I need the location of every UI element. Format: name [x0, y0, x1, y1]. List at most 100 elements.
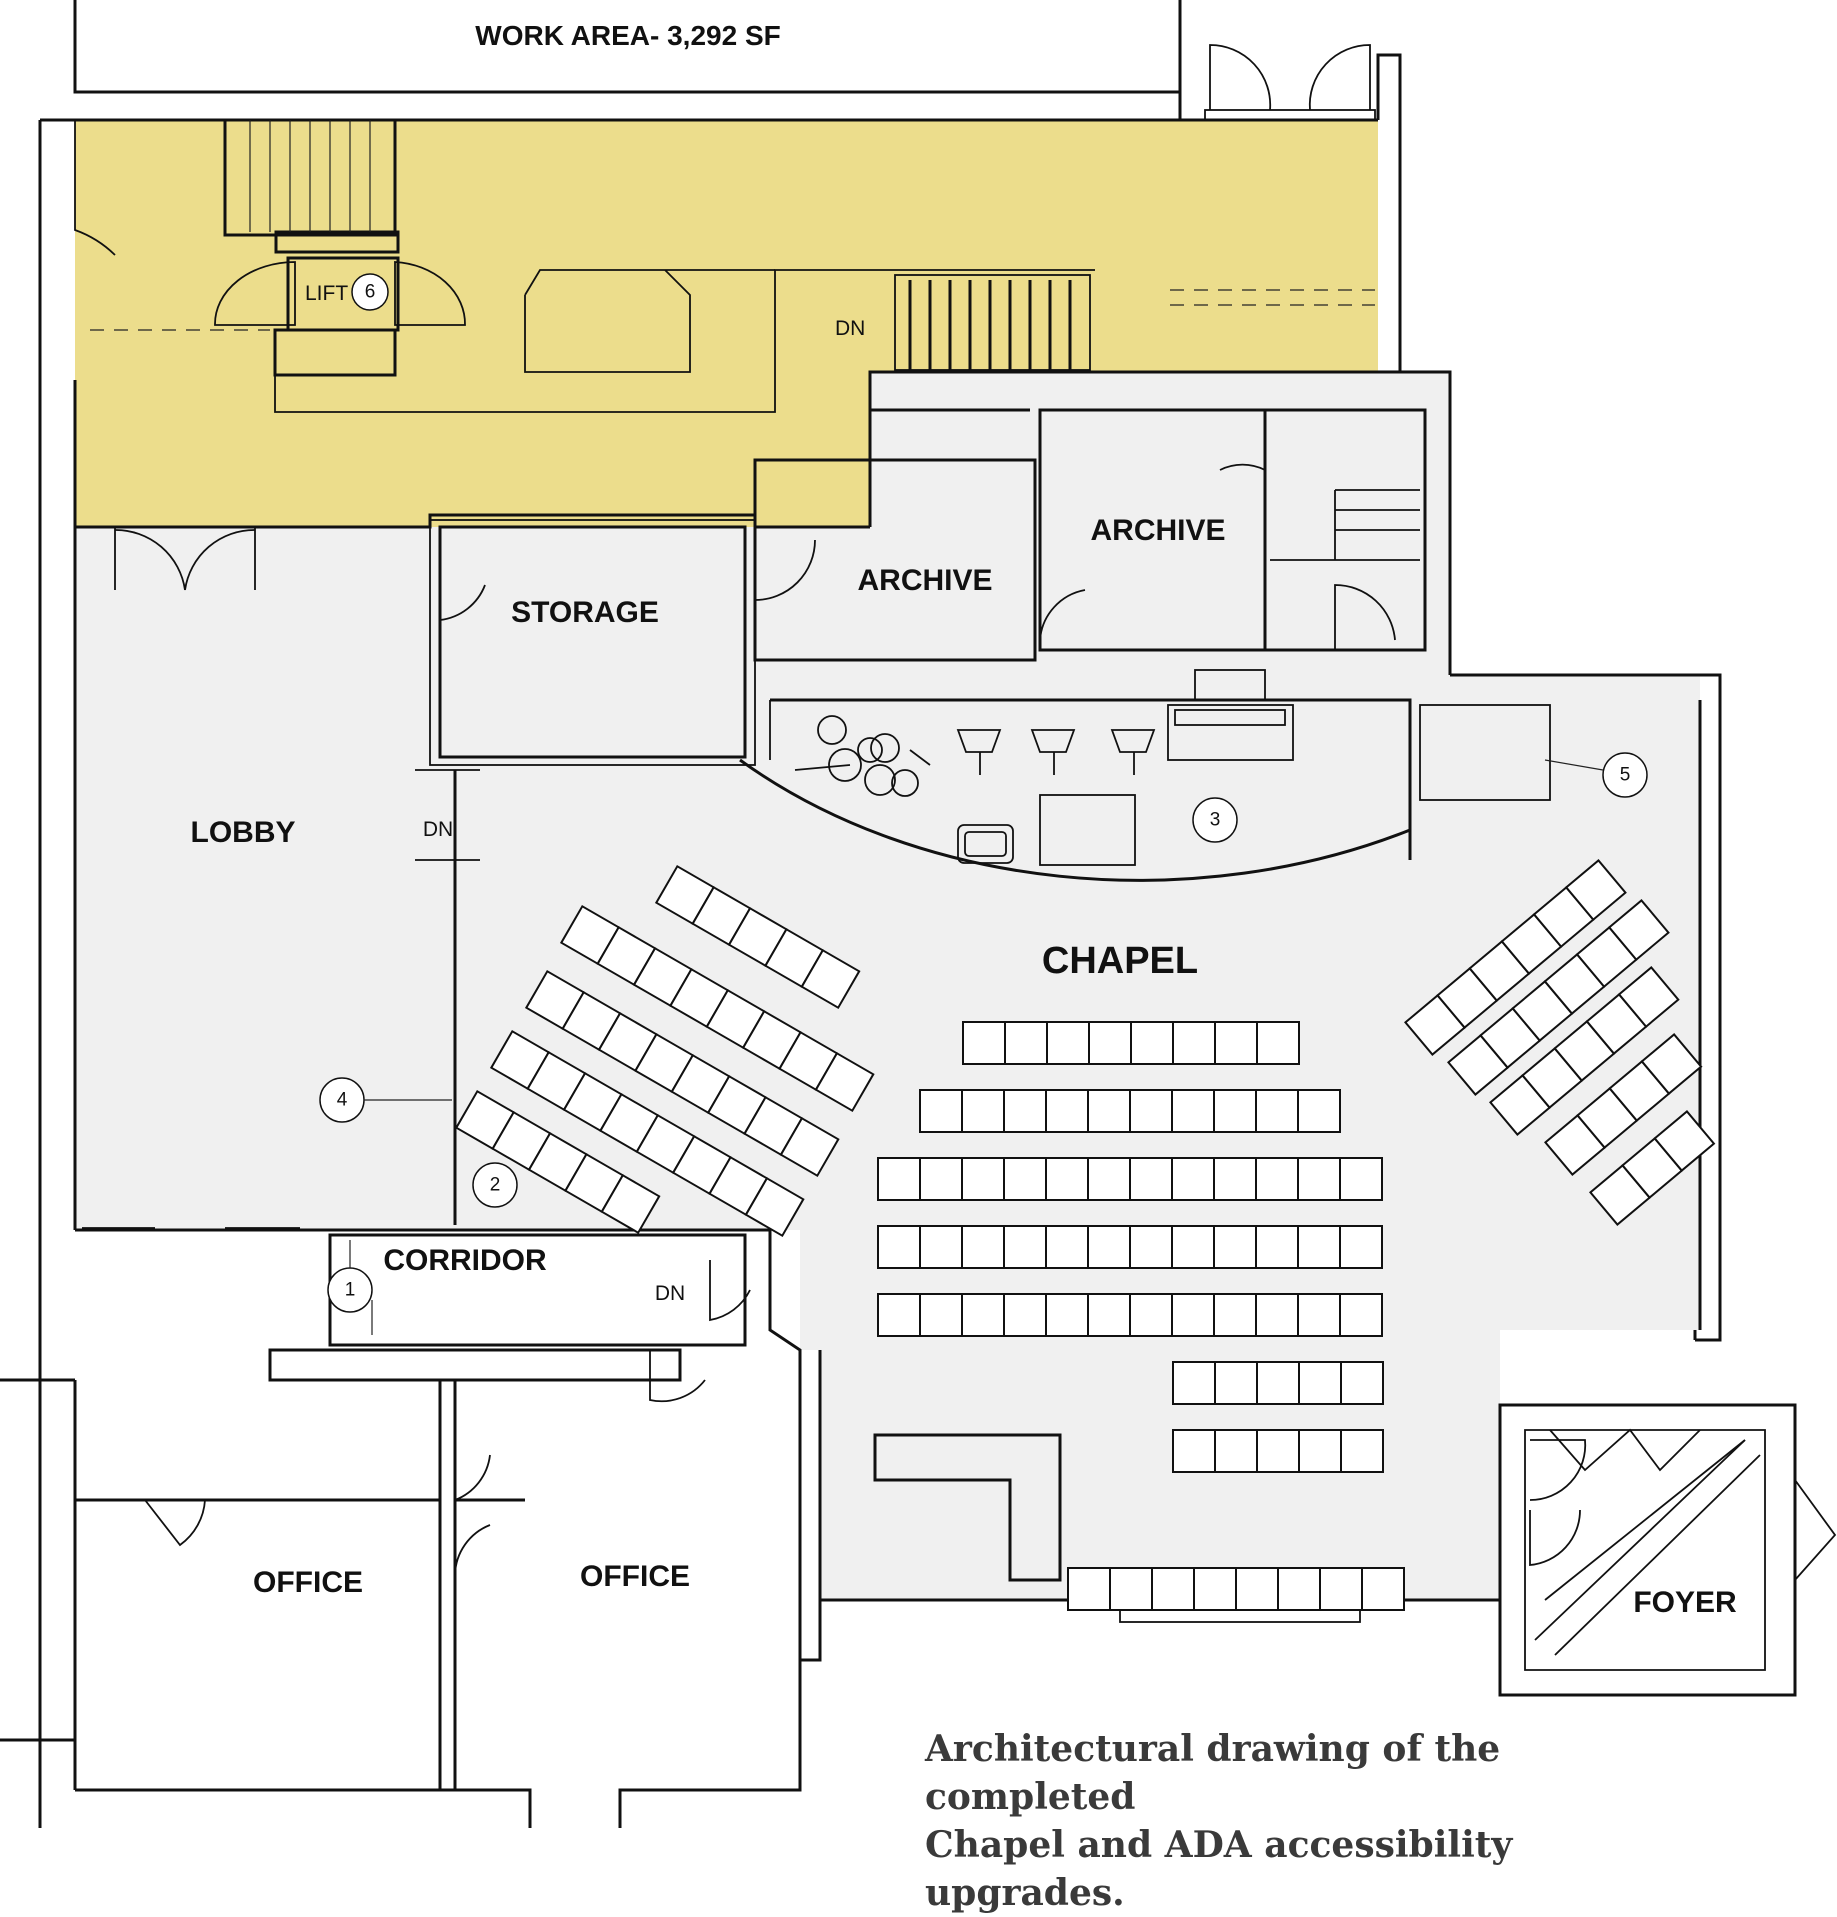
chair: [1003, 1293, 1047, 1337]
chair: [779, 1116, 840, 1178]
chair: [877, 1157, 921, 1201]
floor-fills: [75, 120, 1700, 1600]
chapel-label: CHAPEL: [1042, 940, 1198, 982]
chair: [1129, 1089, 1173, 1133]
chair: [1214, 1429, 1258, 1473]
svg-text:4: 4: [337, 1090, 348, 1111]
tag-3: 3: [1192, 797, 1238, 843]
chair: [1003, 1089, 1047, 1133]
chair: [1339, 1157, 1383, 1201]
interior-floor: [75, 370, 1700, 1600]
chair: [814, 1051, 875, 1113]
chair: [1361, 1567, 1405, 1611]
caption-line-1: Architectural drawing of the completed: [925, 1728, 1501, 1818]
dn-corridor-label: DN: [655, 1282, 685, 1305]
chair: [1087, 1089, 1131, 1133]
chair: [1172, 1021, 1216, 1065]
foyer-label: FOYER: [1633, 1586, 1737, 1619]
chair: [1045, 1225, 1089, 1269]
tags: 1 2 3 4 5 6: [319, 273, 1648, 1335]
chair: [1003, 1157, 1047, 1201]
corridor-label: CORRIDOR: [383, 1244, 547, 1277]
chair: [1640, 1033, 1703, 1096]
chair: [1340, 1361, 1384, 1405]
chair: [1255, 1157, 1299, 1201]
chair: [1297, 1157, 1341, 1201]
door-swing-icon: [74, 120, 1837, 1581]
chair: [1129, 1225, 1173, 1269]
svg-text:2: 2: [490, 1175, 501, 1196]
work-area-fill: [75, 120, 1378, 527]
chair: [1256, 1021, 1300, 1065]
chair: [1067, 1567, 1111, 1611]
chair: [1171, 1225, 1215, 1269]
work-area-label: WORK AREA- 3,292 SF: [475, 20, 780, 51]
chair: [1087, 1157, 1131, 1201]
chair: [1172, 1429, 1216, 1473]
chair: [1045, 1293, 1089, 1337]
chair: [1213, 1157, 1257, 1201]
chair: [800, 948, 861, 1010]
chair: [1255, 1089, 1299, 1133]
seating: [454, 859, 1716, 1611]
chair: [962, 1021, 1006, 1065]
svg-text:3: 3: [1210, 810, 1221, 831]
caption: Architectural drawing of the completed C…: [925, 1725, 1625, 1917]
office-label-left: OFFICE: [253, 1566, 363, 1599]
lift-label: LIFT: [305, 282, 348, 305]
chair: [961, 1089, 1005, 1133]
chair: [961, 1157, 1005, 1201]
chair: [1171, 1089, 1215, 1133]
chair: [1340, 1429, 1384, 1473]
svg-text:6: 6: [365, 282, 376, 303]
chair: [1087, 1293, 1131, 1337]
chair: [1171, 1157, 1215, 1201]
office-label-right: OFFICE: [580, 1560, 690, 1593]
chair: [1129, 1293, 1173, 1337]
chair: [919, 1225, 963, 1269]
dn-stair-label: DN: [835, 317, 865, 340]
room-labels: WORK AREA- 3,292 SF LIFT DN STORAGE ARCH…: [191, 20, 1738, 1619]
chair: [1004, 1021, 1048, 1065]
tag-2: 2: [472, 1162, 518, 1208]
chair: [1213, 1225, 1257, 1269]
chair: [961, 1225, 1005, 1269]
tag-1: 1: [327, 1240, 373, 1335]
chair: [1214, 1361, 1258, 1405]
caption-line-2: Chapel and ADA accessibility upgrades.: [925, 1824, 1513, 1914]
chair: [919, 1293, 963, 1337]
drum-kit-icon: [794, 715, 931, 797]
chair: [1297, 1225, 1341, 1269]
stair-icon: [894, 274, 1091, 371]
chair: [1087, 1225, 1131, 1269]
chair: [1045, 1089, 1089, 1133]
chair: [1003, 1225, 1047, 1269]
door-swing-icon: [1204, 44, 1376, 121]
chair: [1151, 1567, 1195, 1611]
chair: [600, 1173, 661, 1235]
pulpit-icon: [957, 824, 1014, 864]
chair: [1617, 966, 1680, 1029]
dn-lobby-label: DN: [423, 818, 453, 841]
chair: [1130, 1021, 1174, 1065]
chair: [1235, 1567, 1279, 1611]
chair: [1193, 1567, 1237, 1611]
chair: [1339, 1293, 1383, 1337]
chair: [1607, 899, 1670, 962]
chair: [1256, 1361, 1300, 1405]
archive-label-left: ARCHIVE: [857, 564, 992, 597]
chair: [1297, 1293, 1341, 1337]
chair: [1046, 1021, 1090, 1065]
chair: [1213, 1089, 1257, 1133]
tag-6: 6: [351, 273, 389, 311]
chair: [1172, 1361, 1216, 1405]
chair: [1319, 1567, 1363, 1611]
lobby-label: LOBBY: [191, 816, 296, 849]
storage-label: STORAGE: [511, 596, 659, 629]
floor-plan: WORK AREA- 3,292 SF LIFT DN STORAGE ARCH…: [0, 0, 1837, 1828]
chair: [1255, 1225, 1299, 1269]
chair: [1109, 1567, 1153, 1611]
chair: [1564, 859, 1627, 922]
chair: [1277, 1567, 1321, 1611]
chair: [1339, 1225, 1383, 1269]
